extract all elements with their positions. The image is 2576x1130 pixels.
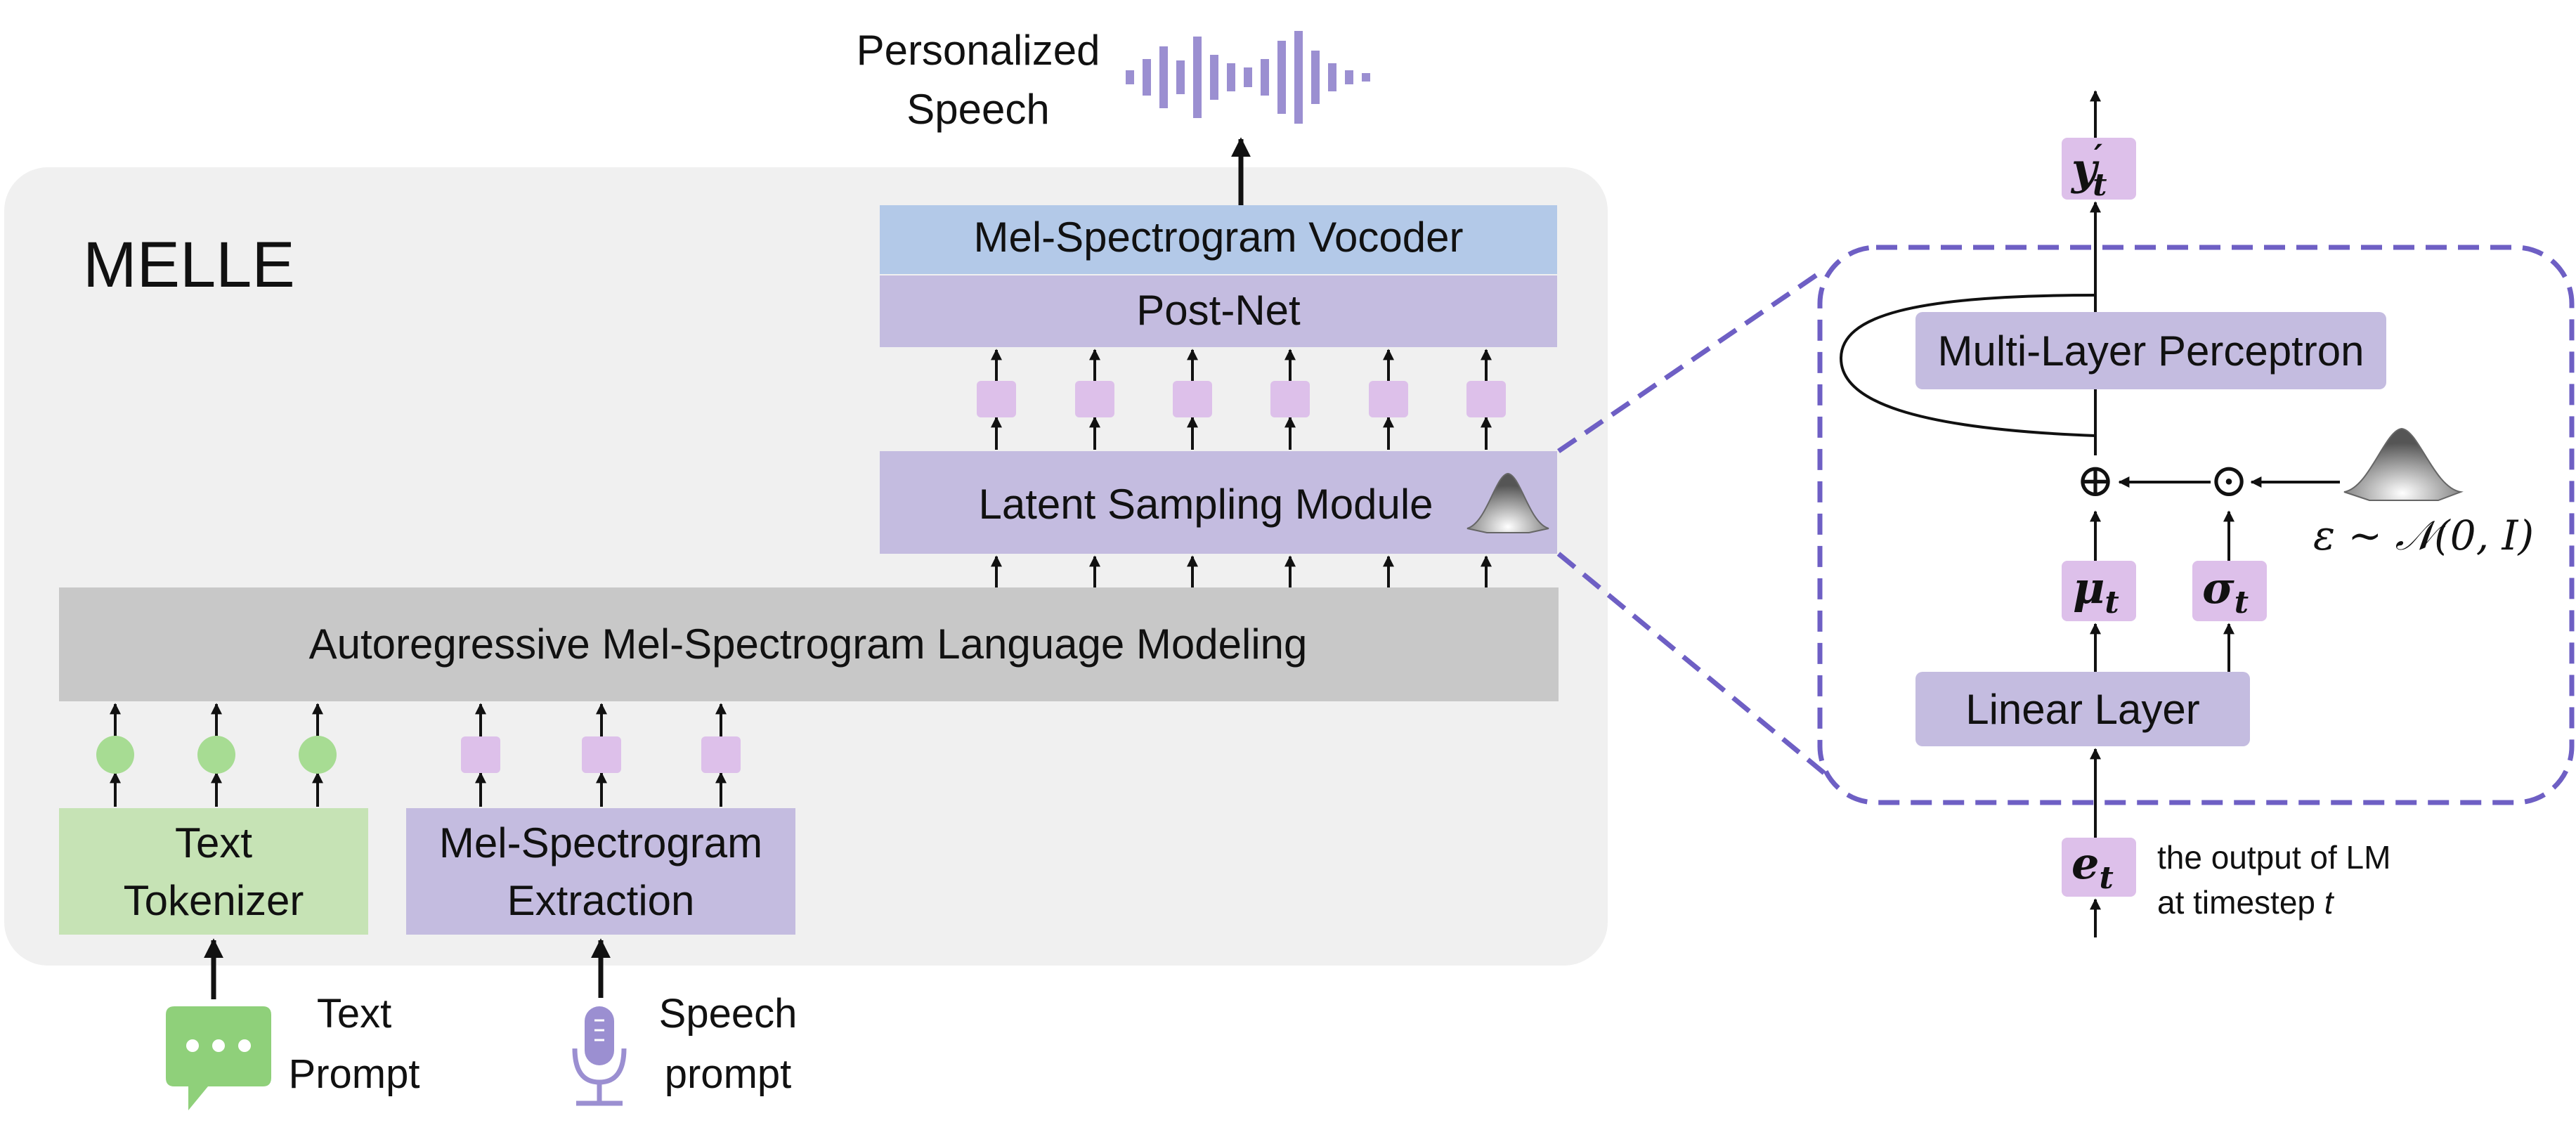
- text-prompt-line1: Text: [317, 991, 391, 1037]
- y-prime-token: [2062, 138, 2136, 200]
- lm-label: Autoregressive Mel-Spectrogram Language …: [309, 621, 1308, 668]
- extraction-line2: Extraction: [507, 877, 695, 924]
- epsilon-label: ε ∼ 𝒩(0, I): [2313, 512, 2534, 559]
- melle-title: MELLE: [83, 229, 295, 301]
- tokenizer-line1: Text: [175, 819, 252, 866]
- mu-label: μt: [2073, 562, 2119, 621]
- gaussian-noise-icon: [2343, 427, 2464, 501]
- e-token: [2062, 838, 2136, 897]
- plus-operator: ⊕: [2076, 453, 2114, 507]
- latent-detail-panel: [1817, 245, 2575, 805]
- microphone-icon: [572, 1006, 627, 1106]
- sigma-token: [2192, 561, 2267, 621]
- lm-block: [59, 587, 1559, 701]
- vocoder-label: Mel-Spectrogram Vocoder: [974, 214, 1464, 261]
- e-desc-line2: at timestep t: [2157, 884, 2335, 921]
- chat-bubble-icon: [166, 1006, 271, 1110]
- output-label-line1: Personalized: [857, 27, 1100, 74]
- gaussian-icon: [1466, 472, 1549, 533]
- tokenizer-line2: Tokenizer: [124, 877, 304, 924]
- text-tokenizer-block: [59, 808, 368, 935]
- residual-loop: [1839, 294, 2096, 437]
- input-tokens: [96, 703, 741, 807]
- mlp-label: Multi-Layer Perceptron: [1938, 327, 2364, 375]
- postnet-label: Post-Net: [1136, 287, 1301, 334]
- vocoder-block: [880, 205, 1557, 274]
- sigma-label: σt: [2202, 562, 2249, 621]
- melle-panel: [4, 167, 1608, 966]
- e-desc-line1: the output of LM: [2157, 839, 2390, 876]
- text-prompt-line2: Prompt: [289, 1051, 420, 1097]
- zoom-connectors: [1556, 268, 1826, 775]
- postnet-block: [880, 275, 1557, 347]
- mel-extraction-block: [406, 808, 795, 935]
- dot-operator: ⊙: [2209, 453, 2248, 507]
- speech-prompt-line2: prompt: [665, 1051, 792, 1097]
- e-label: et: [2071, 838, 2114, 896]
- lm-to-latent-arrows: [991, 555, 1492, 587]
- waveform-icon: [1126, 31, 1370, 124]
- y-prime-label: y′t: [2070, 137, 2107, 203]
- latent-sampling-label: Latent Sampling Module: [978, 481, 1433, 528]
- latent-sampling-block: [880, 451, 1557, 554]
- mu-token: [2062, 561, 2136, 621]
- speech-prompt-line1: Speech: [659, 991, 798, 1037]
- mlp-block: [1915, 312, 2386, 389]
- linear-layer-label: Linear Layer: [1965, 686, 2200, 733]
- linear-layer-block: [1915, 672, 2250, 746]
- latent-output-tokens: [977, 349, 1506, 450]
- output-label-line2: Speech: [906, 86, 1050, 133]
- extraction-line1: Mel-Spectrogram: [439, 819, 762, 866]
